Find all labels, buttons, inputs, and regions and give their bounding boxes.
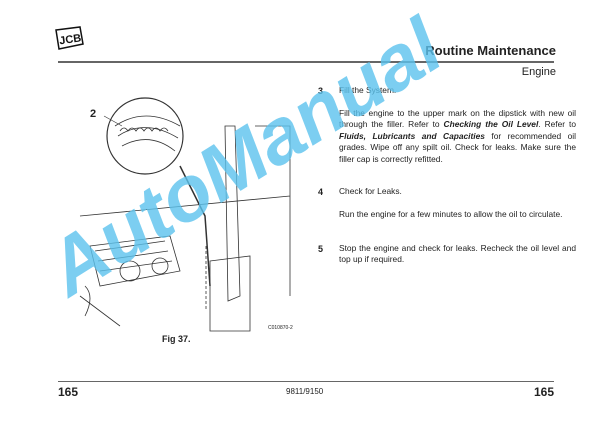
step-number: 5 <box>318 244 324 254</box>
link-checking-oil-level[interactable]: Checking the Oil Level <box>443 119 539 130</box>
footer-divider <box>58 381 554 382</box>
engine-illustration <box>79 97 291 332</box>
header-divider <box>58 61 554 63</box>
body-text: Fill the engine to the upper mark on the… <box>339 108 576 130</box>
body-text: for recommended oil grades. Wipe off any… <box>339 130 577 164</box>
link-fluids-lubricants[interactable]: Fluids, Lubricants and Capacities <box>339 130 485 141</box>
step-heading: Fill the System. <box>339 85 397 95</box>
step-heading: Stop the engine and check for leaks. Rec… <box>339 243 576 265</box>
body-text: . Refer to <box>538 119 576 130</box>
figure-callout: 2 <box>90 108 97 120</box>
page-number-left: 165 <box>58 385 79 399</box>
svg-text:JCB: JCB <box>59 32 83 47</box>
step-number: 3 <box>318 86 324 96</box>
figure-code: C010870-2 <box>268 325 293 331</box>
figure-caption: Fig 37. <box>162 334 191 344</box>
section-title: Engine <box>521 66 556 78</box>
step-heading: Check for Leaks. <box>339 186 402 196</box>
step-body: Run the engine for a few minutes to allo… <box>339 209 563 219</box>
page-title: Routine Maintenance <box>425 43 556 58</box>
jcb-logo: JCB <box>55 26 84 50</box>
page-number-right: 165 <box>533 385 554 399</box>
step-body: Fill the engine to the upper mark on the… <box>339 108 576 165</box>
step-number: 4 <box>318 187 324 197</box>
document-number: 9811/9150 <box>286 387 324 396</box>
